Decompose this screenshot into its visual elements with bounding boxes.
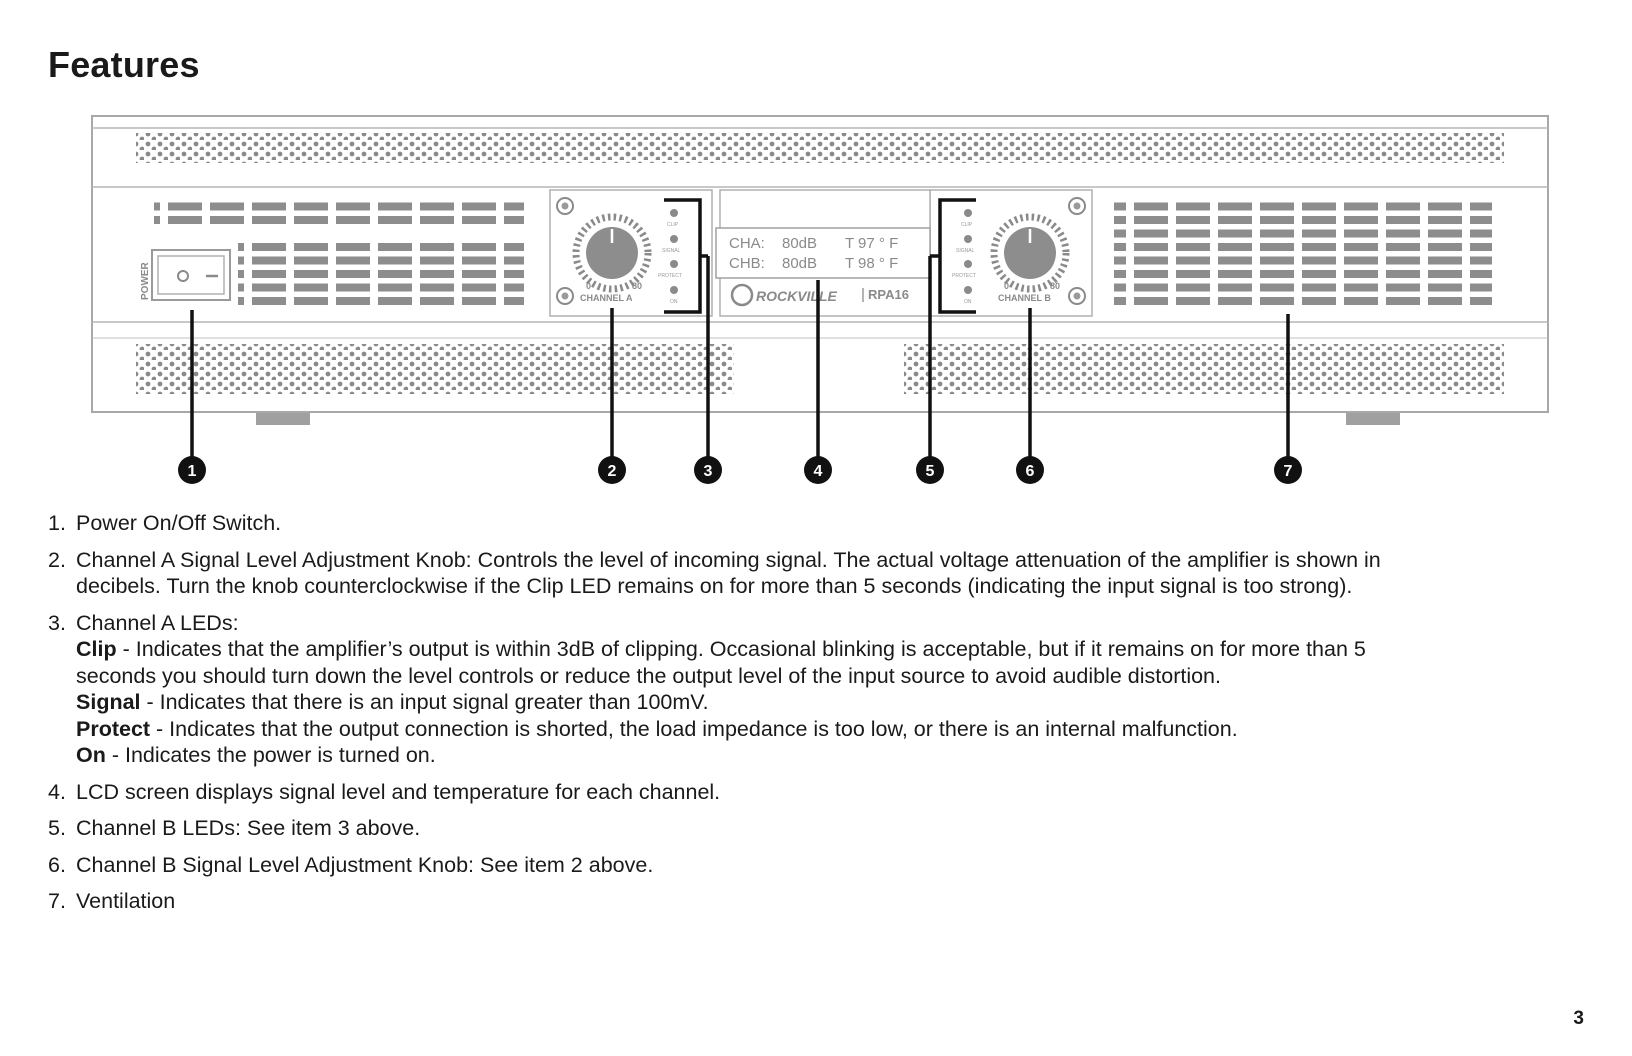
bottom-right-vent-dots xyxy=(904,344,1504,394)
lcd-chb-level: 80dB xyxy=(782,255,817,272)
left-ventilation-slots xyxy=(154,198,524,308)
channel-b-label: CHANNEL B xyxy=(998,293,1051,303)
callout-2: 2 xyxy=(598,456,626,484)
lcd-chb-temp: T 98 ° F xyxy=(845,255,898,272)
svg-text:2: 2 xyxy=(608,463,617,480)
feature-item-2: 2. Channel A Signal Level Adjustment Knob… xyxy=(48,547,1568,600)
channel-a-knob-scale xyxy=(572,213,652,293)
feature-text: LCD screen displays signal level and tem… xyxy=(76,779,721,804)
feature-number: 4. xyxy=(48,779,66,804)
led-on-term: On xyxy=(76,743,106,767)
feature-number: 7. xyxy=(48,889,66,913)
channel-b-knob-min: 0 xyxy=(1004,281,1009,291)
rockville-logo-icon xyxy=(730,283,754,307)
led-signal-term: Signal xyxy=(76,690,141,714)
channel-a-label: CHANNEL A xyxy=(580,293,633,303)
channel-b-knob xyxy=(1004,227,1056,279)
callout-7: 7 xyxy=(1274,456,1302,484)
right-ventilation-slots xyxy=(1114,198,1492,310)
channel-a-led-clip-label: CLIP xyxy=(667,222,679,228)
features-list: 1. Power On/Off Switch. 2. Channel A Signa… xyxy=(48,510,1568,925)
led-clip-term: Clip xyxy=(76,637,117,661)
channel-a-led-on-label: ON xyxy=(670,299,678,305)
brand-name: ROCKVILLE xyxy=(756,288,838,304)
svg-text:7: 7 xyxy=(1284,463,1293,480)
feature-text-continued: decibels. Turn the knob counterclockwise… xyxy=(76,574,1353,598)
led-protect-description: Protect - Indicates that the output conn… xyxy=(48,716,1568,743)
power-switch: POWER xyxy=(140,249,231,301)
feature-item-1: 1. Power On/Off Switch. xyxy=(48,510,1568,537)
led-signal-text: - Indicates that there is an input signa… xyxy=(140,690,709,714)
feature-number: 6. xyxy=(48,852,66,877)
feature-number: 5. xyxy=(48,816,66,840)
channel-b-led-protect-label: PROTECT xyxy=(952,273,976,279)
led-signal-description: Signal - Indicates that there is an inpu… xyxy=(48,689,1568,716)
feature-item-6: 6. Channel B Signal Level Adjustment Knob… xyxy=(48,852,1568,879)
callout-4: 4 xyxy=(804,456,832,484)
svg-text:1: 1 xyxy=(188,463,197,480)
svg-text:5: 5 xyxy=(926,463,935,480)
page-number: 3 xyxy=(1573,1008,1584,1029)
feature-number: 3. xyxy=(48,610,66,635)
page-title: Features xyxy=(48,44,200,85)
channel-b-led-signal-label: SIGNAL xyxy=(956,248,975,254)
channel-b-led-on-label: ON xyxy=(964,299,972,305)
led-protect-term: Protect xyxy=(76,716,151,741)
callout-5: 5 xyxy=(916,456,944,484)
svg-text:3: 3 xyxy=(704,463,713,480)
led-on-text: - Indicates the power is turned on. xyxy=(105,743,436,767)
channel-a-led-protect-label: PROTECT xyxy=(658,273,682,279)
feature-item-5: 5. Channel B LEDs: See item 3 above. xyxy=(48,815,1568,842)
power-label: POWER xyxy=(140,261,151,300)
bottom-left-vent-dots xyxy=(136,344,734,394)
callout-leaders xyxy=(190,198,1290,458)
feature-item-3: 3. Channel A LEDs: Clip - Indicates that … xyxy=(48,610,1568,769)
feature-text: Channel A Signal Level Adjustment Knob: … xyxy=(76,547,1381,572)
led-clip-text-continued: seconds you should turn down the level c… xyxy=(76,663,1221,688)
feature-number: 1. xyxy=(48,511,66,535)
feature-text: Ventilation xyxy=(76,889,176,913)
callout-3: 3 xyxy=(694,456,722,484)
channel-b-knob-max: 80 xyxy=(1050,281,1060,291)
feature-text: Channel B LEDs: See item 3 above. xyxy=(76,816,421,840)
svg-text:6: 6 xyxy=(1026,463,1035,480)
lcd-screen: CHA: 80dB T 97 ° F CHB: 80dB T 98 ° F RO… xyxy=(715,189,931,317)
feature-item-7: 7. Ventilation xyxy=(48,888,1568,915)
callout-6: 6 xyxy=(1016,456,1044,484)
feature-text: Channel B Signal Level Adjustment Knob: … xyxy=(76,852,654,877)
channel-b-led-clip-label: CLIP xyxy=(961,222,973,228)
feature-title: Channel A LEDs: xyxy=(76,610,239,635)
channel-b-knob-scale xyxy=(990,213,1070,293)
amplifier-front-panel-diagram: POWER 0 80 CHANNEL A CLIP SIGNAL PROTECT… xyxy=(91,115,1549,484)
channel-b-panel: 0 80 CHANNEL B CLIP SIGNAL PROTECT ON xyxy=(929,189,1093,317)
led-clip-description: Clip - Indicates that the amplifier’s ou… xyxy=(48,636,1568,663)
lcd-chb-label: CHB: xyxy=(729,255,765,272)
lcd-cha-temp: T 97 ° F xyxy=(845,235,898,252)
lcd-cha-label: CHA: xyxy=(729,235,765,252)
model-name: RPA16 xyxy=(868,287,909,302)
channel-a-led-signal-label: SIGNAL xyxy=(662,248,681,254)
channel-a-knob-min: 0 xyxy=(586,281,591,291)
led-protect-text: - Indicates that the output connection i… xyxy=(150,716,1238,741)
channel-a-panel: 0 80 CHANNEL A CLIP SIGNAL PROTECT ON xyxy=(549,189,713,317)
top-vent-dots xyxy=(136,133,1504,163)
feature-text: Power On/Off Switch. xyxy=(76,511,282,535)
led-clip-text: - Indicates that the amplifier’s output … xyxy=(116,637,1366,661)
led-on-description: On - Indicates the power is turned on. xyxy=(48,742,1568,769)
feature-number: 2. xyxy=(48,547,66,572)
svg-text:4: 4 xyxy=(814,463,823,480)
channel-a-knob xyxy=(586,227,638,279)
channel-a-knob-max: 80 xyxy=(632,281,642,291)
lcd-cha-level: 80dB xyxy=(782,235,817,252)
callout-1: 1 xyxy=(178,456,206,484)
feature-item-4: 4. LCD screen displays signal level and t… xyxy=(48,779,1568,806)
